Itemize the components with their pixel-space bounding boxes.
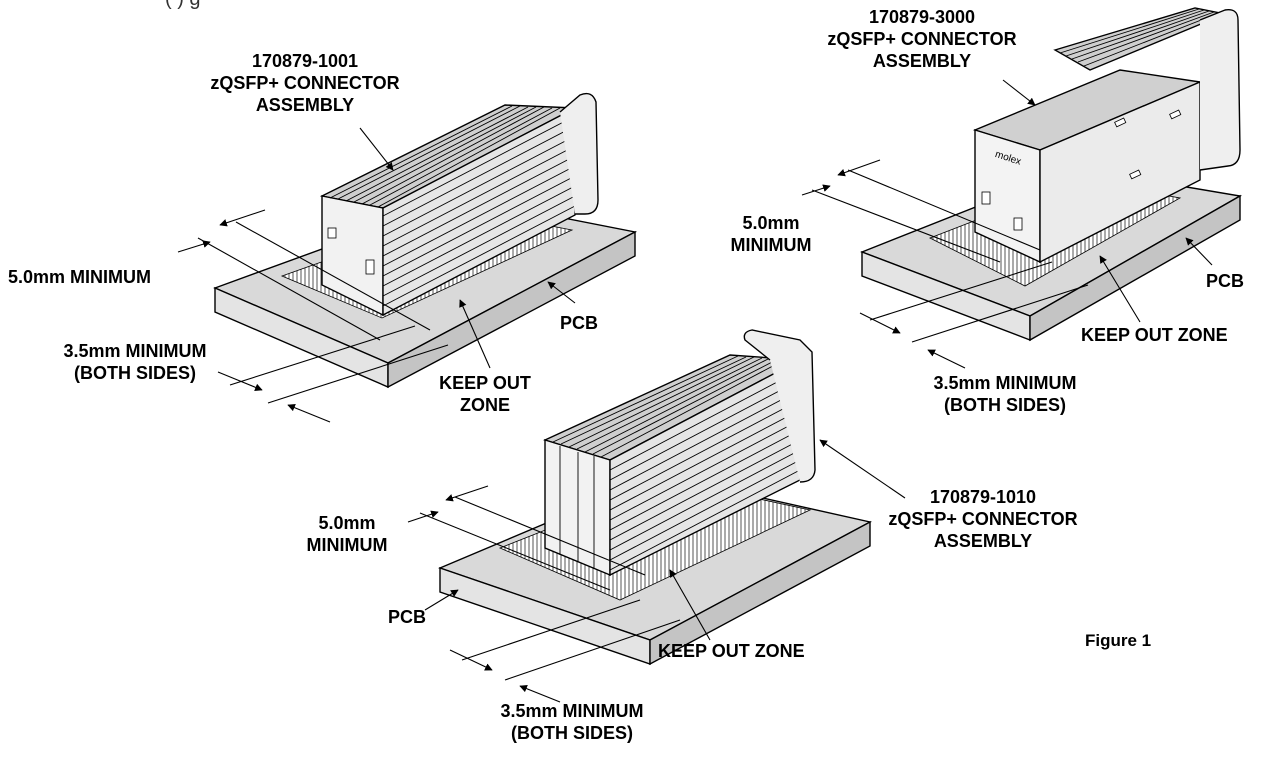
assembly-a-min-side-label: 3.5mm MINIMUM (BOTH SIDES) <box>60 340 210 384</box>
assembly-c-min-side-label: 3.5mm MINIMUM (BOTH SIDES) <box>482 700 662 744</box>
assembly-b-title: 170879-3000 zQSFP+ CONNECTOR ASSEMBLY <box>812 6 1032 72</box>
assembly-a-pcb-label: PCB <box>560 313 599 333</box>
assembly-c-dimensions <box>407 439 906 703</box>
cropped-heading-fragment: ( ) g <box>165 0 201 11</box>
assembly-a-min-side-line2: (BOTH SIDES) <box>73 363 196 383</box>
assembly-a-name-line1: zQSFP+ CONNECTOR <box>210 73 400 93</box>
assembly-b-name-line2: ASSEMBLY <box>872 51 972 71</box>
assembly-c-title: 170879-1010 zQSFP+ CONNECTOR ASSEMBLY <box>858 486 1108 552</box>
assembly-c-connector <box>543 329 816 577</box>
assembly-c-drawing <box>438 329 872 666</box>
assembly-c-keepout-label: KEEP OUT ZONE <box>658 641 805 661</box>
figure-caption: Figure 1 <box>1085 631 1152 650</box>
assembly-a-min-front-label: 5.0mm MINIMUM <box>8 267 152 287</box>
assembly-a-connector <box>319 92 599 317</box>
assembly-b-min-front-label: 5.0mm MINIMUM <box>716 212 826 256</box>
assembly-a-title: 170879-1001 zQSFP+ CONNECTOR ASSEMBLY <box>195 50 415 116</box>
assembly-c-min-front-line2: MINIMUM <box>306 535 388 555</box>
assembly-b-min-side-line2: (BOTH SIDES) <box>943 395 1066 415</box>
assembly-b-min-side-label: 3.5mm MINIMUM (BOTH SIDES) <box>915 372 1095 416</box>
assembly-b-min-front-line1: 5.0mm <box>742 213 800 233</box>
assembly-a-keepout-line2: ZONE <box>459 395 510 415</box>
assembly-c-min-side-line2: (BOTH SIDES) <box>510 723 633 743</box>
assembly-a-part-number: 170879-1001 <box>251 51 359 71</box>
assembly-b-min-front-line2: MINIMUM <box>730 235 812 255</box>
assembly-a-dimensions <box>177 127 576 423</box>
assembly-b-part-number: 170879-3000 <box>868 7 976 27</box>
assembly-b-dimensions <box>801 79 1213 369</box>
assembly-c-min-side-line1: 3.5mm MINIMUM <box>500 701 644 721</box>
assembly-c-name-line1: zQSFP+ CONNECTOR <box>888 509 1078 529</box>
assembly-a-min-side-line1: 3.5mm MINIMUM <box>63 341 207 361</box>
assembly-b-connector: molex <box>972 7 1241 264</box>
assembly-a-drawing <box>213 92 638 389</box>
assembly-b-name-line1: zQSFP+ CONNECTOR <box>827 29 1017 49</box>
assembly-c-min-front-line1: 5.0mm <box>318 513 376 533</box>
assembly-a-keepout-line1: KEEP OUT <box>439 373 531 393</box>
assembly-b-keepout-label: KEEP OUT ZONE <box>1081 325 1228 345</box>
assembly-b-min-side-line1: 3.5mm MINIMUM <box>933 373 1077 393</box>
assembly-c-name-line2: ASSEMBLY <box>933 531 1033 551</box>
assembly-c-pcb-label: PCB <box>388 607 427 627</box>
assembly-a-keepout-label: KEEP OUT ZONE <box>430 372 540 416</box>
assembly-a-name-line2: ASSEMBLY <box>255 95 355 115</box>
assembly-c-part-number: 170879-1010 <box>929 487 1037 507</box>
assembly-c-min-front-label: 5.0mm MINIMUM <box>292 512 402 556</box>
assembly-b-pcb-label: PCB <box>1206 271 1245 291</box>
